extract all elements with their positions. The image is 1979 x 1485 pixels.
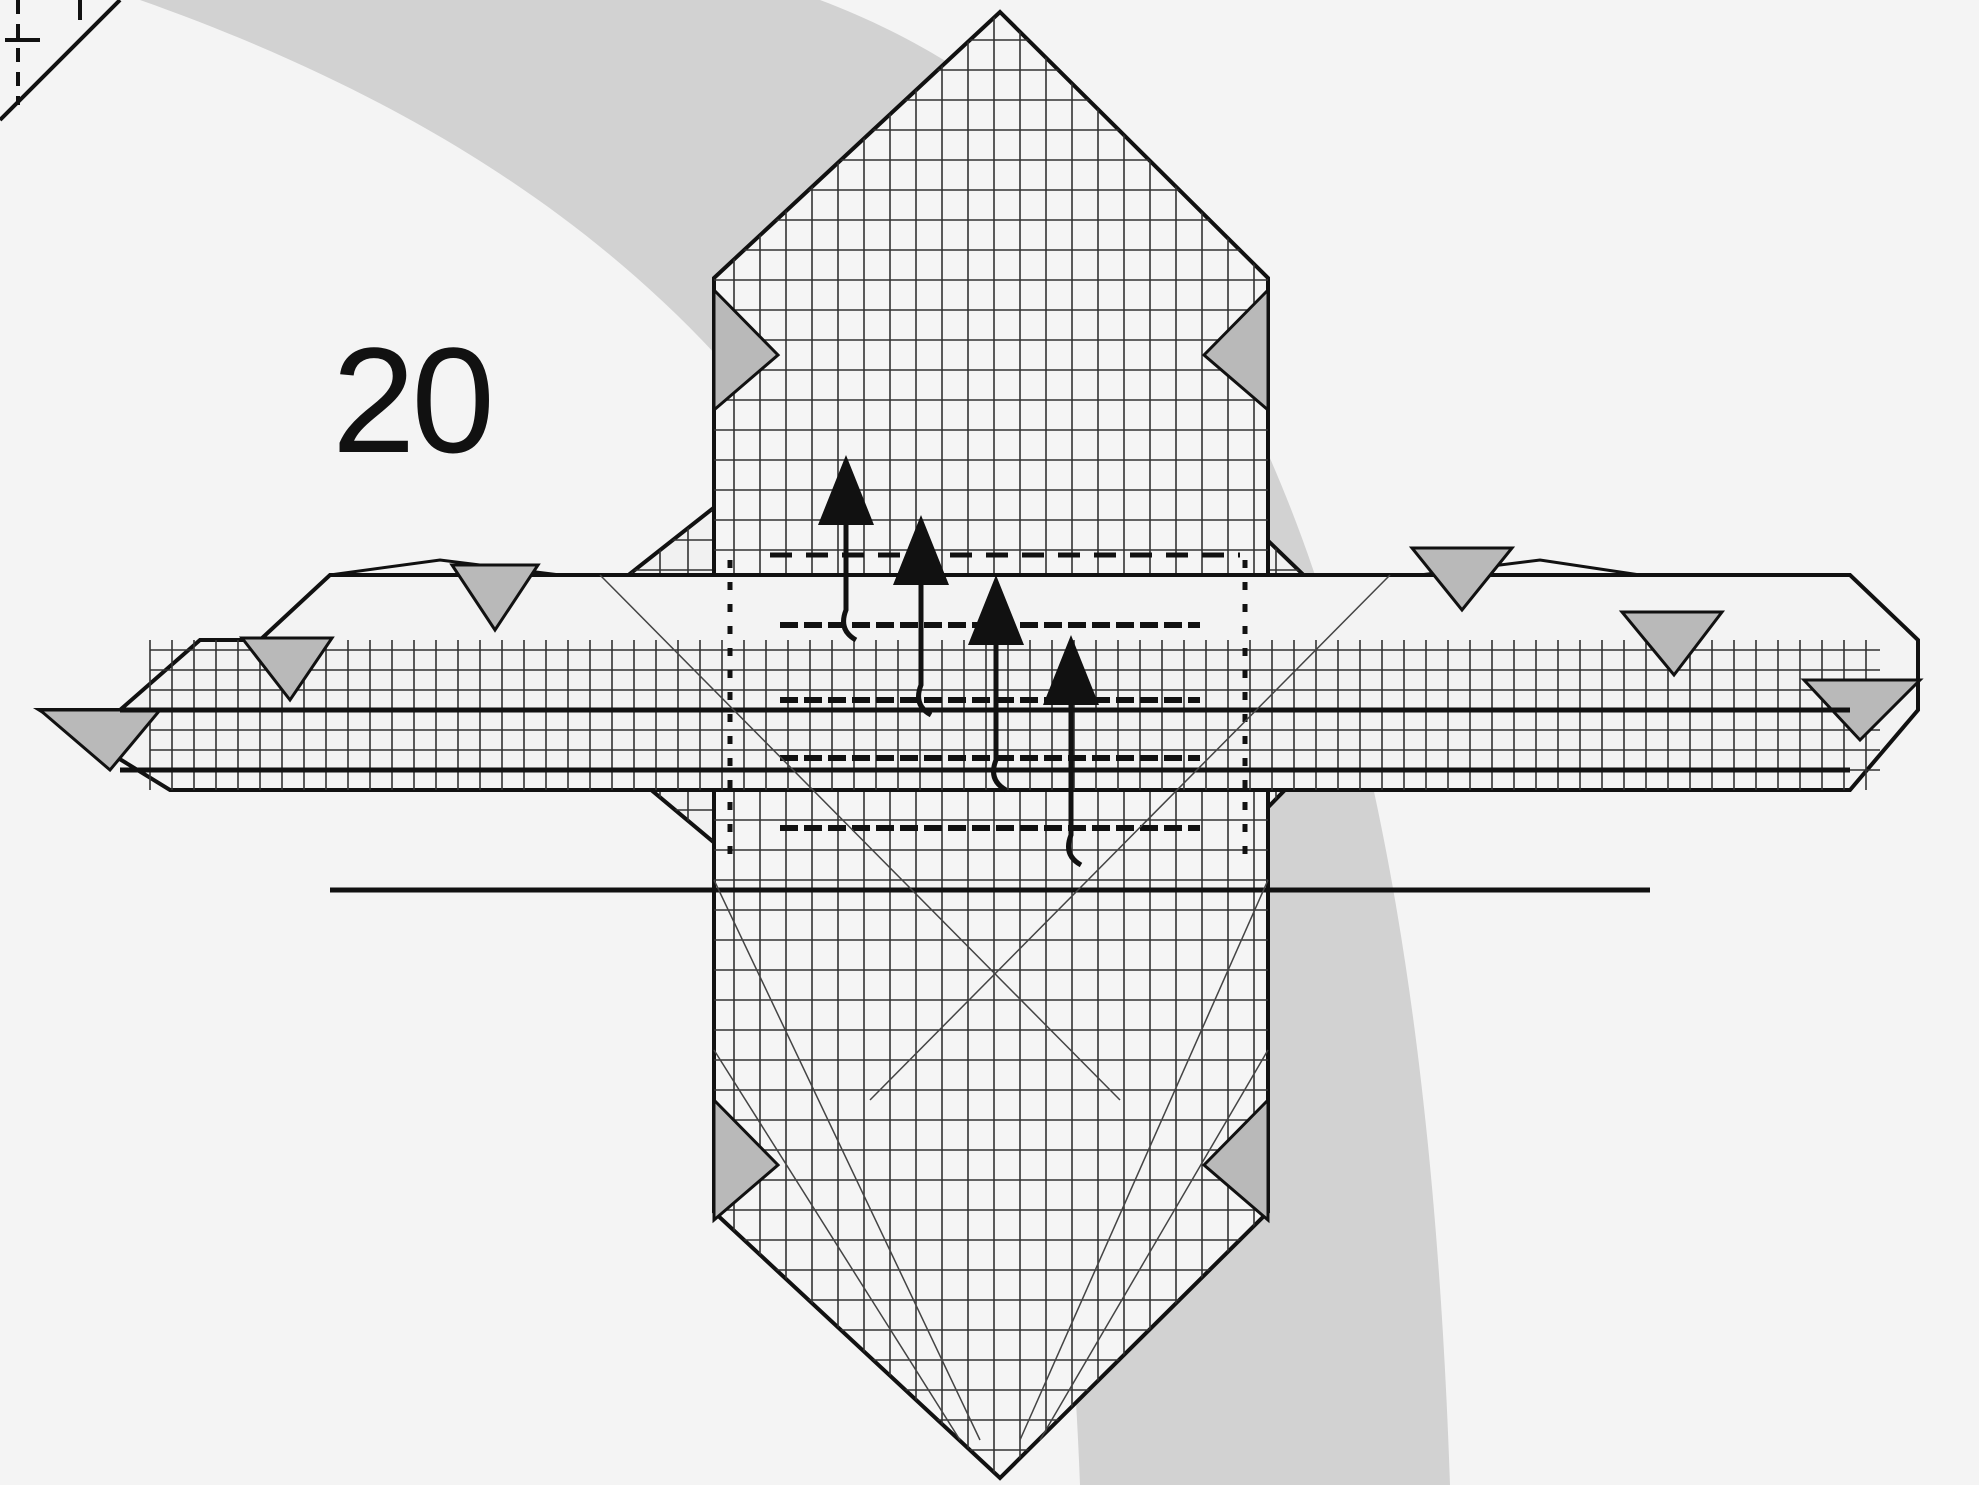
previous-step-fragment	[0, 0, 120, 120]
step-number: 20	[332, 316, 491, 484]
